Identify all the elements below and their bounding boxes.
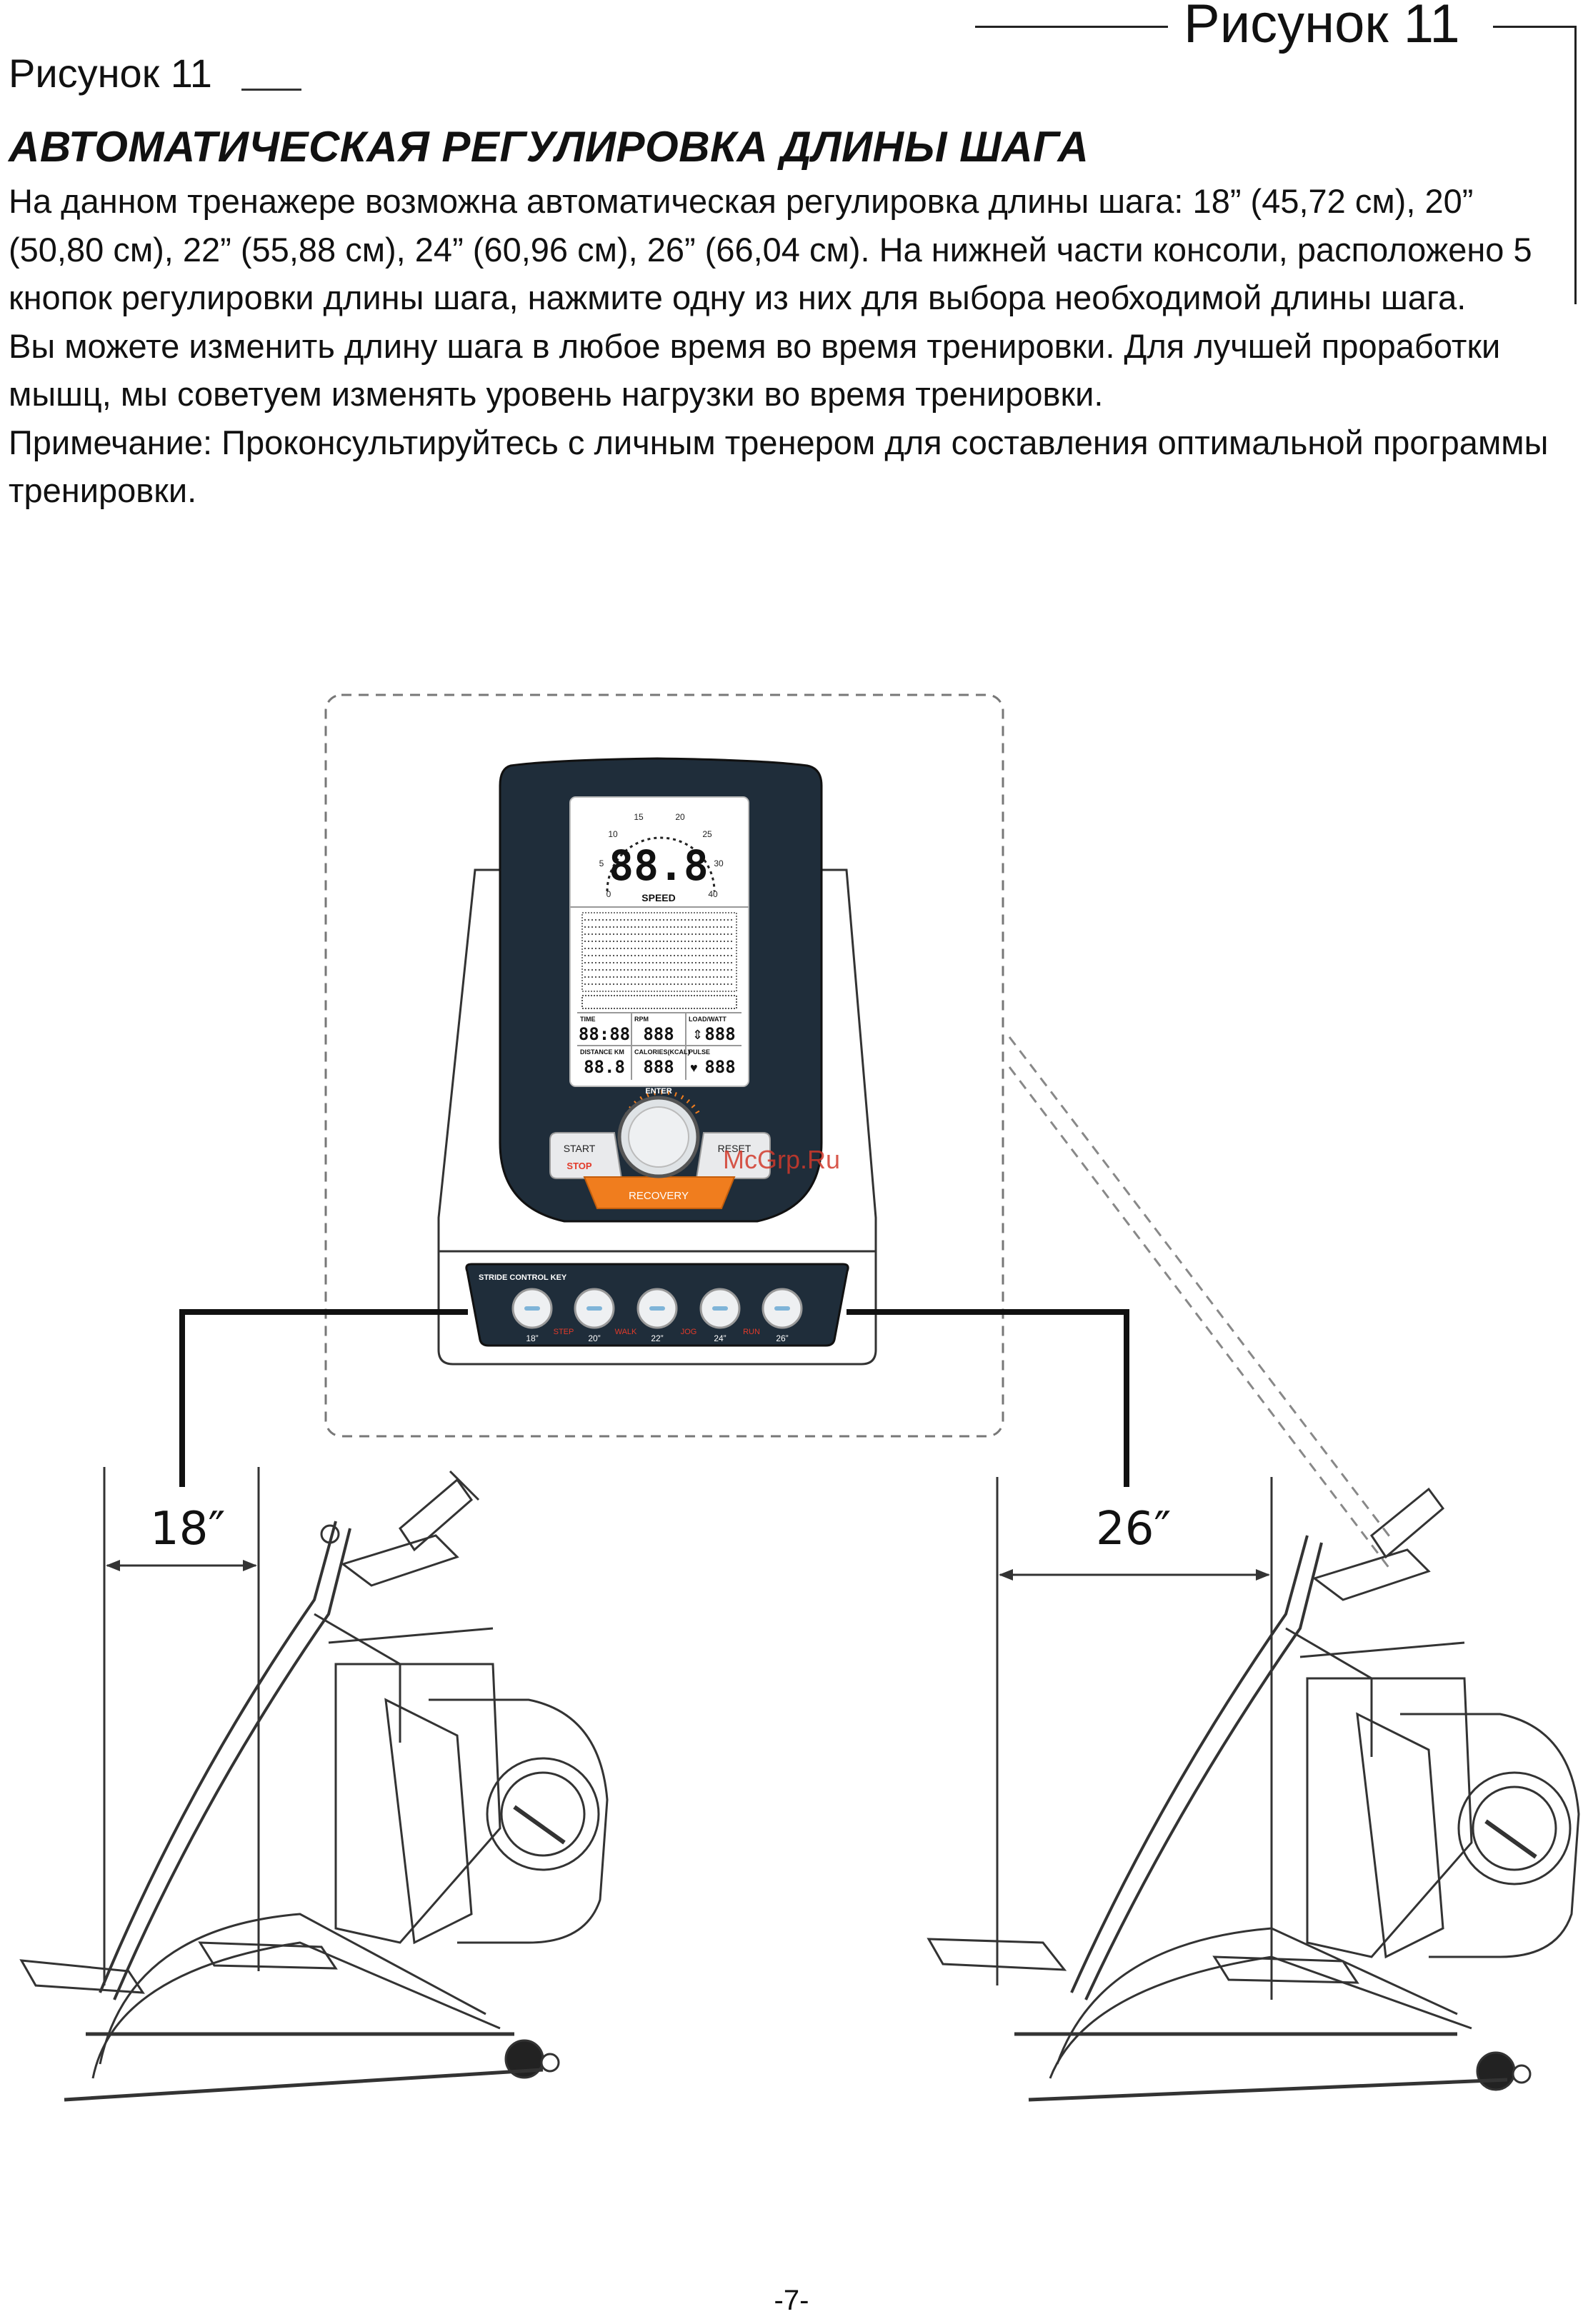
recovery-label: RECOVERY: [629, 1190, 689, 1202]
left-leader-line: [179, 1309, 468, 1487]
right-arrow-rear: [999, 1569, 1013, 1581]
stride-size-24: 24”: [714, 1333, 726, 1343]
speed-tick-0: 0: [606, 889, 611, 899]
right-leader-line: [847, 1309, 1129, 1487]
recovery-button[interactable]: [583, 1176, 736, 1209]
watermark: McGrp.Ru: [723, 1145, 840, 1174]
control-knob-inner: [628, 1106, 689, 1168]
field-label-pulse: PULSE: [689, 1048, 710, 1056]
top-figure-label-group: Рисунок 11: [975, 0, 1583, 304]
elliptical-trainer-right: [927, 1487, 1580, 2102]
start-stop-button[interactable]: [549, 1132, 623, 1179]
stride-buttons: [511, 1288, 803, 1329]
speed-tick-25: 25: [702, 829, 712, 839]
stride-size-20: 20”: [588, 1333, 600, 1343]
stride-led-24: [712, 1306, 728, 1311]
speed-tick-40: 40: [708, 889, 718, 899]
reset-button[interactable]: [695, 1132, 771, 1179]
elliptical-trainer-left: [19, 1470, 609, 2102]
top-figure-label: Рисунок 11: [1184, 0, 1460, 54]
right-stride-label: 26″: [1096, 1503, 1171, 1556]
speed-tick-15: 15: [634, 812, 644, 822]
left-arrow-rear: [106, 1560, 120, 1571]
field-label-rpm: RPM: [634, 1016, 649, 1023]
speed-label: SPEED: [641, 892, 675, 903]
field-value-time: 88:88: [579, 1024, 630, 1044]
speed-tick-10: 10: [608, 829, 618, 839]
dot-matrix-rows: [584, 919, 734, 985]
reset-label: RESET: [718, 1143, 751, 1154]
speed-ticks: 0 5 10 15 20 25 30 40: [599, 812, 724, 899]
stride-mode-step: STEP: [554, 1328, 574, 1336]
stride-mode-jog: JOG: [681, 1328, 697, 1336]
stride-size-22: 22”: [651, 1333, 663, 1343]
heart-icon: ♥: [690, 1061, 698, 1075]
page-number: -7-: [774, 2285, 809, 2316]
speed-tick-30: 30: [714, 858, 724, 868]
speed-digits: 88.8: [609, 841, 709, 890]
callout-dash-line-2: [1008, 1066, 1393, 1572]
field-label-calories: CALORIES(KCAL): [634, 1048, 690, 1056]
field-value-rpm: 888: [643, 1024, 674, 1044]
speed-tick-20: 20: [675, 812, 685, 822]
field-label-load: LOAD/WATT: [689, 1016, 726, 1023]
left-arrow-front: [243, 1560, 257, 1571]
body-text: На данном тренажере возможна автоматичес…: [9, 177, 1566, 515]
stride-mode-run: RUN: [743, 1328, 760, 1336]
section-heading: АВТОМАТИЧЕСКАЯ РЕГУЛИРОВКА ДЛИНЫ ШАГА: [9, 123, 1089, 171]
enter-label: ENTER: [645, 1087, 671, 1096]
right-arrow-front: [1256, 1569, 1270, 1581]
top-left-rule: [975, 26, 1168, 28]
stop-label: STOP: [566, 1161, 591, 1171]
stride-diagram: 0 5 10 15 20 25 30 40 88.8 SPEED TIME 88…: [19, 693, 1580, 2102]
field-value-pulse: 888: [704, 1057, 735, 1077]
stride-mode-walk: WALK: [615, 1328, 637, 1336]
start-label: START: [564, 1143, 596, 1154]
callout-dash-line-1: [1008, 1036, 1393, 1540]
speed-dial-arc: [606, 836, 716, 892]
stride-size-26: 26”: [776, 1333, 788, 1343]
figure-label: Рисунок 11: [9, 51, 212, 96]
field-value-distance: 88.8: [584, 1057, 625, 1077]
field-label-time: TIME: [580, 1016, 596, 1023]
console: 0 5 10 15 20 25 30 40 88.8 SPEED TIME 88…: [437, 757, 877, 1366]
field-value-load: 888: [704, 1024, 735, 1044]
speed-tick-5: 5: [599, 858, 604, 868]
right-margin-rule: [1574, 26, 1577, 304]
top-right-rule: [1493, 26, 1576, 28]
left-stride-label: 18″: [150, 1503, 225, 1556]
field-value-calories: 888: [643, 1057, 674, 1077]
stride-size-18: 18”: [526, 1333, 538, 1343]
paragraph-change-anytime: Вы можете изменить длину шага в любое вр…: [9, 326, 1501, 414]
stride-led-26: [774, 1306, 790, 1311]
stride-led-22: [649, 1306, 665, 1311]
dot-matrix-display: [581, 912, 737, 992]
paragraph-stride-settings: На данном тренажере возможна автоматичес…: [9, 182, 1532, 316]
stride-led-18: [524, 1306, 540, 1311]
field-label-distance: DISTANCE KM: [580, 1048, 624, 1056]
progress-strip: [581, 995, 737, 1009]
stride-panel-label: STRIDE CONTROL KEY: [479, 1273, 567, 1282]
load-arrows-icon: ⇕: [692, 1028, 703, 1042]
figure-label-rule: [241, 89, 301, 91]
paragraph-note: Примечание: Проконсультируйтесь с личным…: [9, 423, 1549, 510]
stride-led-20: [586, 1306, 602, 1311]
